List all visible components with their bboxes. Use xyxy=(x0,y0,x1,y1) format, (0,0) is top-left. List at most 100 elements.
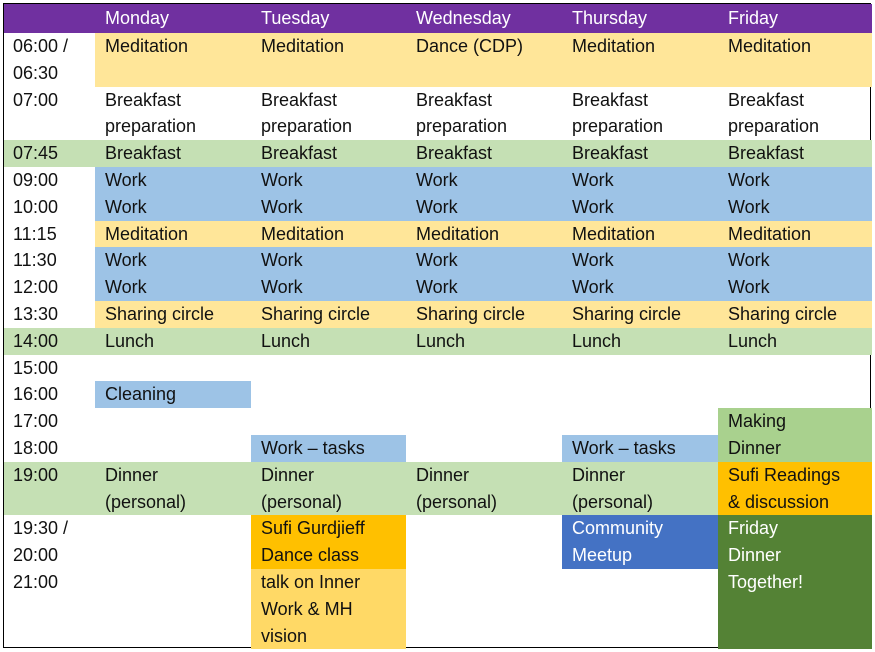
breakfast-row-bg xyxy=(4,140,872,167)
event-work-tasks: Work – tasks xyxy=(251,434,406,462)
event-text: Dinner xyxy=(261,464,315,485)
event-text: Meetup xyxy=(572,545,633,566)
event-lunch: Lunch xyxy=(718,328,872,355)
event-dinner: Dinner(personal) xyxy=(406,462,562,516)
event-text: Work xyxy=(416,250,458,271)
event-text: (personal) xyxy=(105,491,187,512)
header-tuesday: Tuesday xyxy=(251,4,406,33)
time-label: 20:00 xyxy=(13,545,59,566)
event-meditation: Meditation xyxy=(562,220,718,248)
event-sharing-circle: Sharing circle xyxy=(406,300,562,328)
event-text: Work xyxy=(416,169,458,190)
event-text: Lunch xyxy=(572,330,622,351)
event-dance: Dance (CDP) xyxy=(406,33,562,87)
event-text: Dinner xyxy=(572,464,626,485)
event-text: Dance class xyxy=(261,545,360,566)
event-text: Work xyxy=(728,196,770,217)
lunch-row-bg xyxy=(4,327,872,355)
event-text: Breakfast xyxy=(572,143,649,164)
event-text: preparation xyxy=(728,116,820,137)
time-label: 16:00 xyxy=(13,384,59,405)
time-label: 11:30 xyxy=(13,250,57,271)
event-text: Work – tasks xyxy=(261,437,365,458)
event-text: preparation xyxy=(261,116,353,137)
event-breakfast-prep: Breakfast preparation xyxy=(95,87,251,141)
event-text: Dinner xyxy=(105,464,159,485)
time-label: 11:15 xyxy=(13,223,57,244)
event-text: Meditation xyxy=(105,223,189,244)
event-breakfast-prep: Breakfast preparation xyxy=(718,87,872,141)
time-label: 13:30 xyxy=(13,303,59,324)
event-sharing-circle: Sharing circle xyxy=(95,300,251,328)
event-text: Sharing circle xyxy=(416,303,526,324)
event-breakfast: Breakfast xyxy=(95,140,251,167)
header-monday: Monday xyxy=(95,4,251,33)
event-text: Breakfast xyxy=(261,89,338,110)
event-text: Work xyxy=(261,196,303,217)
event-text: Work xyxy=(572,250,614,271)
header-friday: Friday xyxy=(718,4,872,33)
event-cleaning: Cleaning xyxy=(95,381,251,409)
event-text: Dinner xyxy=(728,545,782,566)
event-sharing-circle: Sharing circle xyxy=(718,300,872,328)
event-text: Breakfast xyxy=(105,89,182,110)
event-sufi-readings: Sufi Readings& discussion xyxy=(718,461,872,516)
event-text: Work xyxy=(261,169,303,190)
time-label: 06:30 xyxy=(13,62,59,83)
event-text: Community xyxy=(572,518,664,539)
dinner-row-bg xyxy=(4,461,718,516)
header-thursday: Thursday xyxy=(562,4,718,33)
event-text: Breakfast xyxy=(572,89,649,110)
event-breakfast: Breakfast xyxy=(251,140,406,167)
event-sharing-circle: Sharing circle xyxy=(562,300,718,328)
event-text: Work xyxy=(728,169,770,190)
event-text: Work xyxy=(105,250,147,271)
event-text: Sufi Readings xyxy=(728,464,841,485)
event-text: Sharing circle xyxy=(572,303,682,324)
event-text: Sharing circle xyxy=(105,303,215,324)
event-text: Sufi Gurdjieff xyxy=(261,518,365,539)
time-label: 15:00 xyxy=(13,357,59,378)
event-text: Lunch xyxy=(261,330,311,351)
event-dinner: Dinner (personal) xyxy=(562,462,718,516)
event-text: (personal) xyxy=(416,491,498,512)
time-label: 09:00 xyxy=(13,169,59,190)
event-text: Cleaning xyxy=(105,384,177,405)
event-breakfast: Breakfast xyxy=(718,140,872,167)
event-text: Making xyxy=(728,411,787,432)
event-text: Work xyxy=(572,196,614,217)
event-dinner: Dinner (personal) xyxy=(95,462,251,516)
time-label: 21:00 xyxy=(13,571,59,592)
event-meditation: Meditation xyxy=(251,220,406,248)
event-text: Lunch xyxy=(728,330,778,351)
event-text: Breakfast xyxy=(728,89,805,110)
event-text: Work & MH xyxy=(261,598,353,619)
event-text: Work xyxy=(728,277,770,298)
header-wednesday: Wednesday xyxy=(406,4,562,33)
event-work-tasks: Work – tasks xyxy=(562,434,718,462)
event-text: Work xyxy=(105,196,147,217)
event-text: Friday xyxy=(728,518,779,539)
event-meditation: Meditation xyxy=(718,220,872,248)
event-text: Work xyxy=(105,169,147,190)
event-text: Work xyxy=(416,277,458,298)
time-label: 12:00 xyxy=(13,277,59,298)
event-meditation: Meditation xyxy=(718,33,872,87)
event-text: Work xyxy=(572,169,614,190)
weekly-schedule-table: Monday Tuesday Wednesday Thursday Friday… xyxy=(3,3,872,650)
event-text: preparation xyxy=(105,116,197,137)
time-label: 18:00 xyxy=(13,437,59,458)
event-meditation: Meditation xyxy=(251,33,406,87)
event-text: Dinner xyxy=(728,437,782,458)
event-text: Work – tasks xyxy=(572,437,676,458)
event-text: (personal) xyxy=(572,491,654,512)
